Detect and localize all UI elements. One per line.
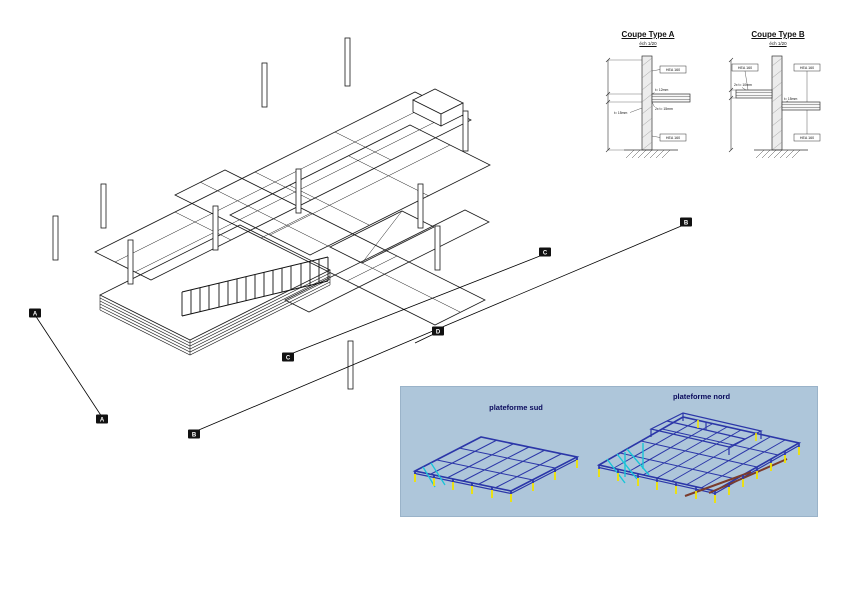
section-marker-label: A: [100, 418, 105, 424]
floor-slab: [651, 93, 691, 103]
ground-hatch: [754, 149, 808, 159]
wall-section: [771, 55, 783, 151]
hea-label: HEA 160: [666, 68, 680, 72]
coupe-b-title: Coupe Type B: [751, 30, 805, 39]
section-marker: C: [539, 247, 551, 257]
ground-hatch: [624, 149, 678, 159]
north-platform-model: [596, 412, 802, 503]
coupe-b-scale: éch 1/20: [769, 41, 787, 46]
yellow-supports: [598, 420, 800, 503]
section-marker-label: A: [33, 312, 38, 318]
yellow-supports: [414, 457, 578, 502]
floor-slab: [735, 89, 773, 99]
coupe-a-scale: éch 1/20: [639, 41, 657, 46]
section-marker: A: [29, 308, 41, 318]
ridge-frame: [649, 412, 763, 455]
south-platform-model: [412, 436, 580, 502]
hea-label: HEA 160: [666, 136, 680, 140]
hea-label-box: HEA 160: [793, 110, 821, 142]
floor-slab: [781, 101, 821, 111]
plate-dim-label: t= 15mm: [784, 97, 797, 101]
plate-dim-label: t= 15mm: [614, 111, 627, 115]
dimension-line: [728, 57, 736, 153]
hea-label: HEA 160: [800, 136, 814, 140]
section-marker-label: B: [192, 433, 197, 439]
plate-dim-label: 2x t= 15mm: [655, 107, 673, 111]
hea-label-box: HEA 160: [731, 63, 759, 91]
section-marker-label: B: [684, 221, 689, 227]
coupe-b-drawing: HEA 160 HEA 160 HEA 160 2x t= 10mm t= 15…: [728, 55, 821, 159]
plate-dim-label: 2x t= 10mm: [734, 83, 752, 87]
dimension-line: [605, 57, 652, 153]
coupe-a-title: Coupe Type A: [621, 30, 675, 39]
hea-label: HEA 160: [738, 66, 752, 70]
section-marker-label: D: [436, 330, 441, 336]
coupe-type-a-detail: Coupe Type A éch 1/20: [596, 30, 700, 168]
coupe-a-drawing: HEA 160 HEA 160 t= 12mm 2x t= 15mm t= 15…: [605, 55, 691, 159]
section-marker: D: [432, 326, 444, 336]
railing: [181, 256, 329, 317]
cyan-bracing: [422, 462, 446, 488]
hea-label: HEA 160: [800, 66, 814, 70]
coupe-type-b-detail: Coupe Type B éch 1/20: [726, 30, 830, 168]
rooftop-box: [412, 88, 464, 127]
cyan-bracing: [606, 443, 650, 484]
hea-label-box: HEA 160: [793, 63, 821, 102]
section-marker: B: [680, 217, 692, 227]
stair-stack: [99, 270, 331, 356]
south-platform-title: plateforme sud: [489, 403, 543, 412]
section-marker: A: [96, 414, 108, 424]
wall-section: [641, 55, 653, 151]
deck-grid: [412, 436, 580, 495]
section-marker: C: [282, 352, 294, 362]
plate-dim-label: t= 12mm: [655, 88, 668, 92]
section-marker: B: [188, 429, 200, 439]
hea-label-box: HEA 160: [651, 133, 687, 142]
hea-label-box: HEA 160: [651, 65, 687, 74]
section-marker-label: C: [543, 251, 548, 257]
platform-slabs: [94, 91, 491, 341]
north-platform-title: plateforme nord: [672, 392, 731, 401]
support-columns: [52, 37, 469, 390]
structural-render-panel: plateforme sud plateforme nord: [400, 386, 818, 517]
section-marker-label: C: [286, 356, 291, 362]
